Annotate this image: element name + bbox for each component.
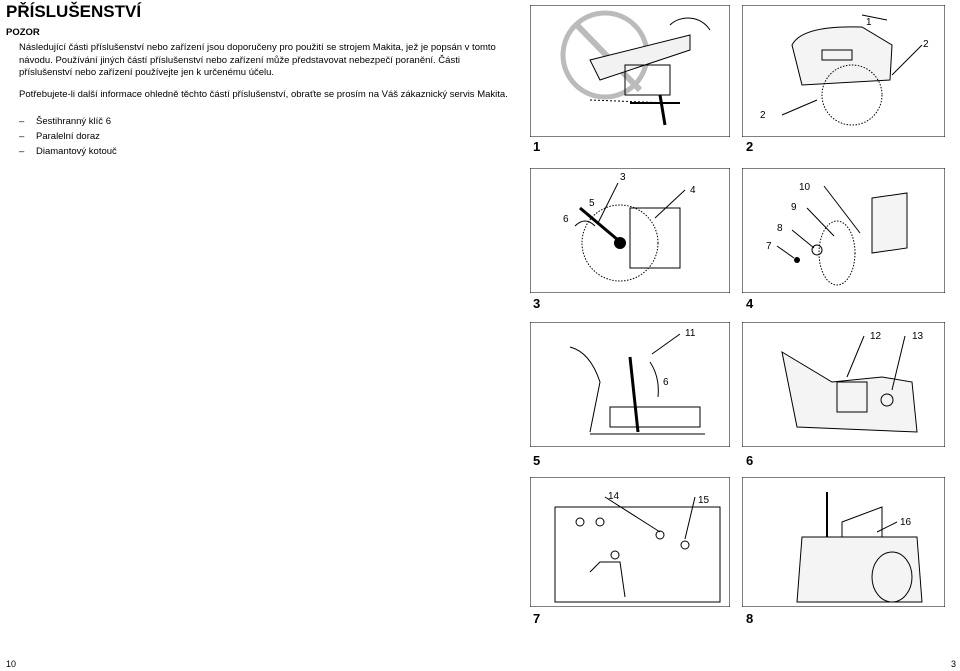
callout-label: 6 [663, 377, 669, 388]
figure-number: 3 [533, 296, 541, 311]
figure-3-drawing: 3 4 5 6 [530, 168, 730, 293]
figure-8-drawing: 16 [742, 477, 945, 607]
figure-3: 3 4 5 6 [530, 168, 730, 293]
warning-paragraph-1: Následující části příslušenství nebo zař… [19, 42, 496, 78]
figure-number: 8 [746, 611, 754, 626]
figure-1 [530, 5, 730, 137]
accessory-list: –Šestihranný klíč 6 –Paralelní doraz –Di… [19, 114, 117, 159]
figure-6-drawing: 12 13 [742, 322, 945, 447]
list-item: –Diamantový kotouč [19, 146, 117, 157]
callout-label: 16 [900, 517, 912, 528]
callout-label: 2 [923, 39, 929, 50]
page-number-right: 3 [950, 659, 956, 669]
callout-label: 5 [589, 198, 595, 209]
callout-label: 1 [866, 17, 872, 28]
callout-label: 4 [690, 185, 696, 196]
figure-6: 12 13 [742, 322, 945, 447]
list-item: –Paralelní doraz [19, 131, 100, 142]
warning-paragraph-2: Potřebujete-li další informace ohledně t… [19, 89, 508, 100]
figure-2: 1 2 2 [742, 5, 945, 137]
figure-number: 6 [746, 453, 754, 468]
callout-label: 10 [799, 182, 811, 193]
callout-label: 9 [791, 202, 797, 213]
figure-4: 10 9 8 7 [742, 168, 945, 293]
figure-8: 16 [742, 477, 945, 607]
figure-7: 14 15 [530, 477, 730, 607]
callout-label: 2 [760, 110, 766, 121]
figure-2-drawing: 1 2 2 [742, 5, 945, 137]
warning-label: POZOR [6, 27, 40, 38]
figure-number: 4 [746, 296, 754, 311]
figure-5-drawing: 11 6 [530, 322, 730, 447]
page-title: PŘÍSLUŠENSTVÍ [6, 2, 142, 21]
callout-label: 13 [912, 331, 924, 342]
figure-7-drawing: 14 15 [530, 477, 730, 607]
figure-number: 5 [533, 453, 541, 468]
callout-label: 3 [620, 172, 626, 183]
figure-number: 7 [533, 611, 541, 626]
figure-number: 2 [746, 139, 754, 154]
page-number-left: 10 [6, 659, 17, 669]
figure-4-drawing: 10 9 8 7 [742, 168, 945, 293]
callout-label: 6 [563, 214, 569, 225]
callout-label: 7 [766, 241, 772, 252]
figure-number: 1 [533, 139, 541, 154]
callout-label: 8 [777, 223, 783, 234]
callout-label: 15 [698, 495, 710, 506]
callout-label: 11 [685, 328, 696, 339]
list-item: –Šestihranný klíč 6 [19, 116, 111, 127]
figure-1-drawing [530, 5, 730, 137]
callout-label: 14 [608, 491, 620, 502]
figure-5: 11 6 [530, 322, 730, 447]
callout-label: 12 [870, 331, 882, 342]
